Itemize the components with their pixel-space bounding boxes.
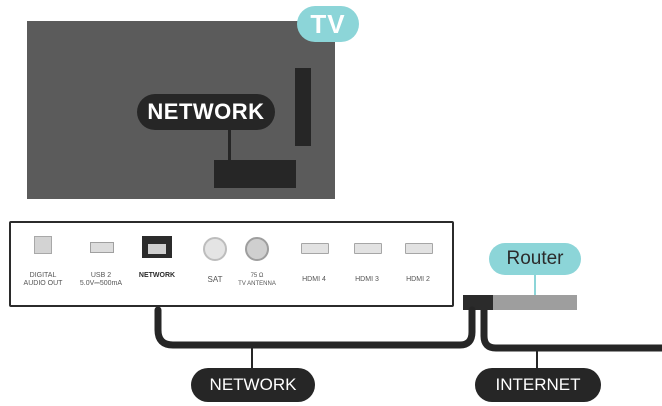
- hdmi-2-port: [405, 243, 433, 254]
- tv-antenna-port: [245, 237, 269, 261]
- usb-port-label: USB 2 5.0V⎓500mA: [79, 272, 123, 287]
- internet-label: INTERNET: [475, 368, 601, 402]
- tv-connector-area: [214, 160, 296, 188]
- hdmi-2-port-label: HDMI 2: [406, 276, 430, 283]
- router-port: [463, 295, 493, 310]
- sat-port-label: SAT: [207, 275, 223, 284]
- digital-audio-out-port: [34, 236, 52, 254]
- hdmi-4-port-label: HDMI 4: [302, 276, 326, 283]
- hdmi-3-port: [354, 243, 382, 254]
- network-callout-label: NETWORK: [137, 94, 275, 130]
- tv-antenna-port-label: 75 Ω TV ANTENNA: [238, 273, 276, 287]
- connector-panel: [9, 221, 454, 307]
- usb-port: [90, 242, 114, 253]
- hdmi-4-port: [301, 243, 329, 254]
- internet-cable: [480, 310, 662, 352]
- hdmi-3-port-label: HDMI 3: [355, 276, 379, 283]
- digital-audio-out-label: DIGITAL AUDIO OUT: [23, 272, 63, 287]
- tv-badge: TV: [297, 6, 359, 42]
- network-callout-stem: [228, 128, 231, 160]
- sat-port: [203, 237, 227, 261]
- router-label: Router: [489, 243, 581, 275]
- network-label: NETWORK: [191, 368, 315, 402]
- network-port-label: NETWORK: [138, 272, 176, 279]
- tv-side-slot: [295, 68, 311, 146]
- network-cable: [154, 306, 476, 349]
- network-port-socket: [148, 244, 166, 254]
- router-callout-stem: [534, 275, 536, 295]
